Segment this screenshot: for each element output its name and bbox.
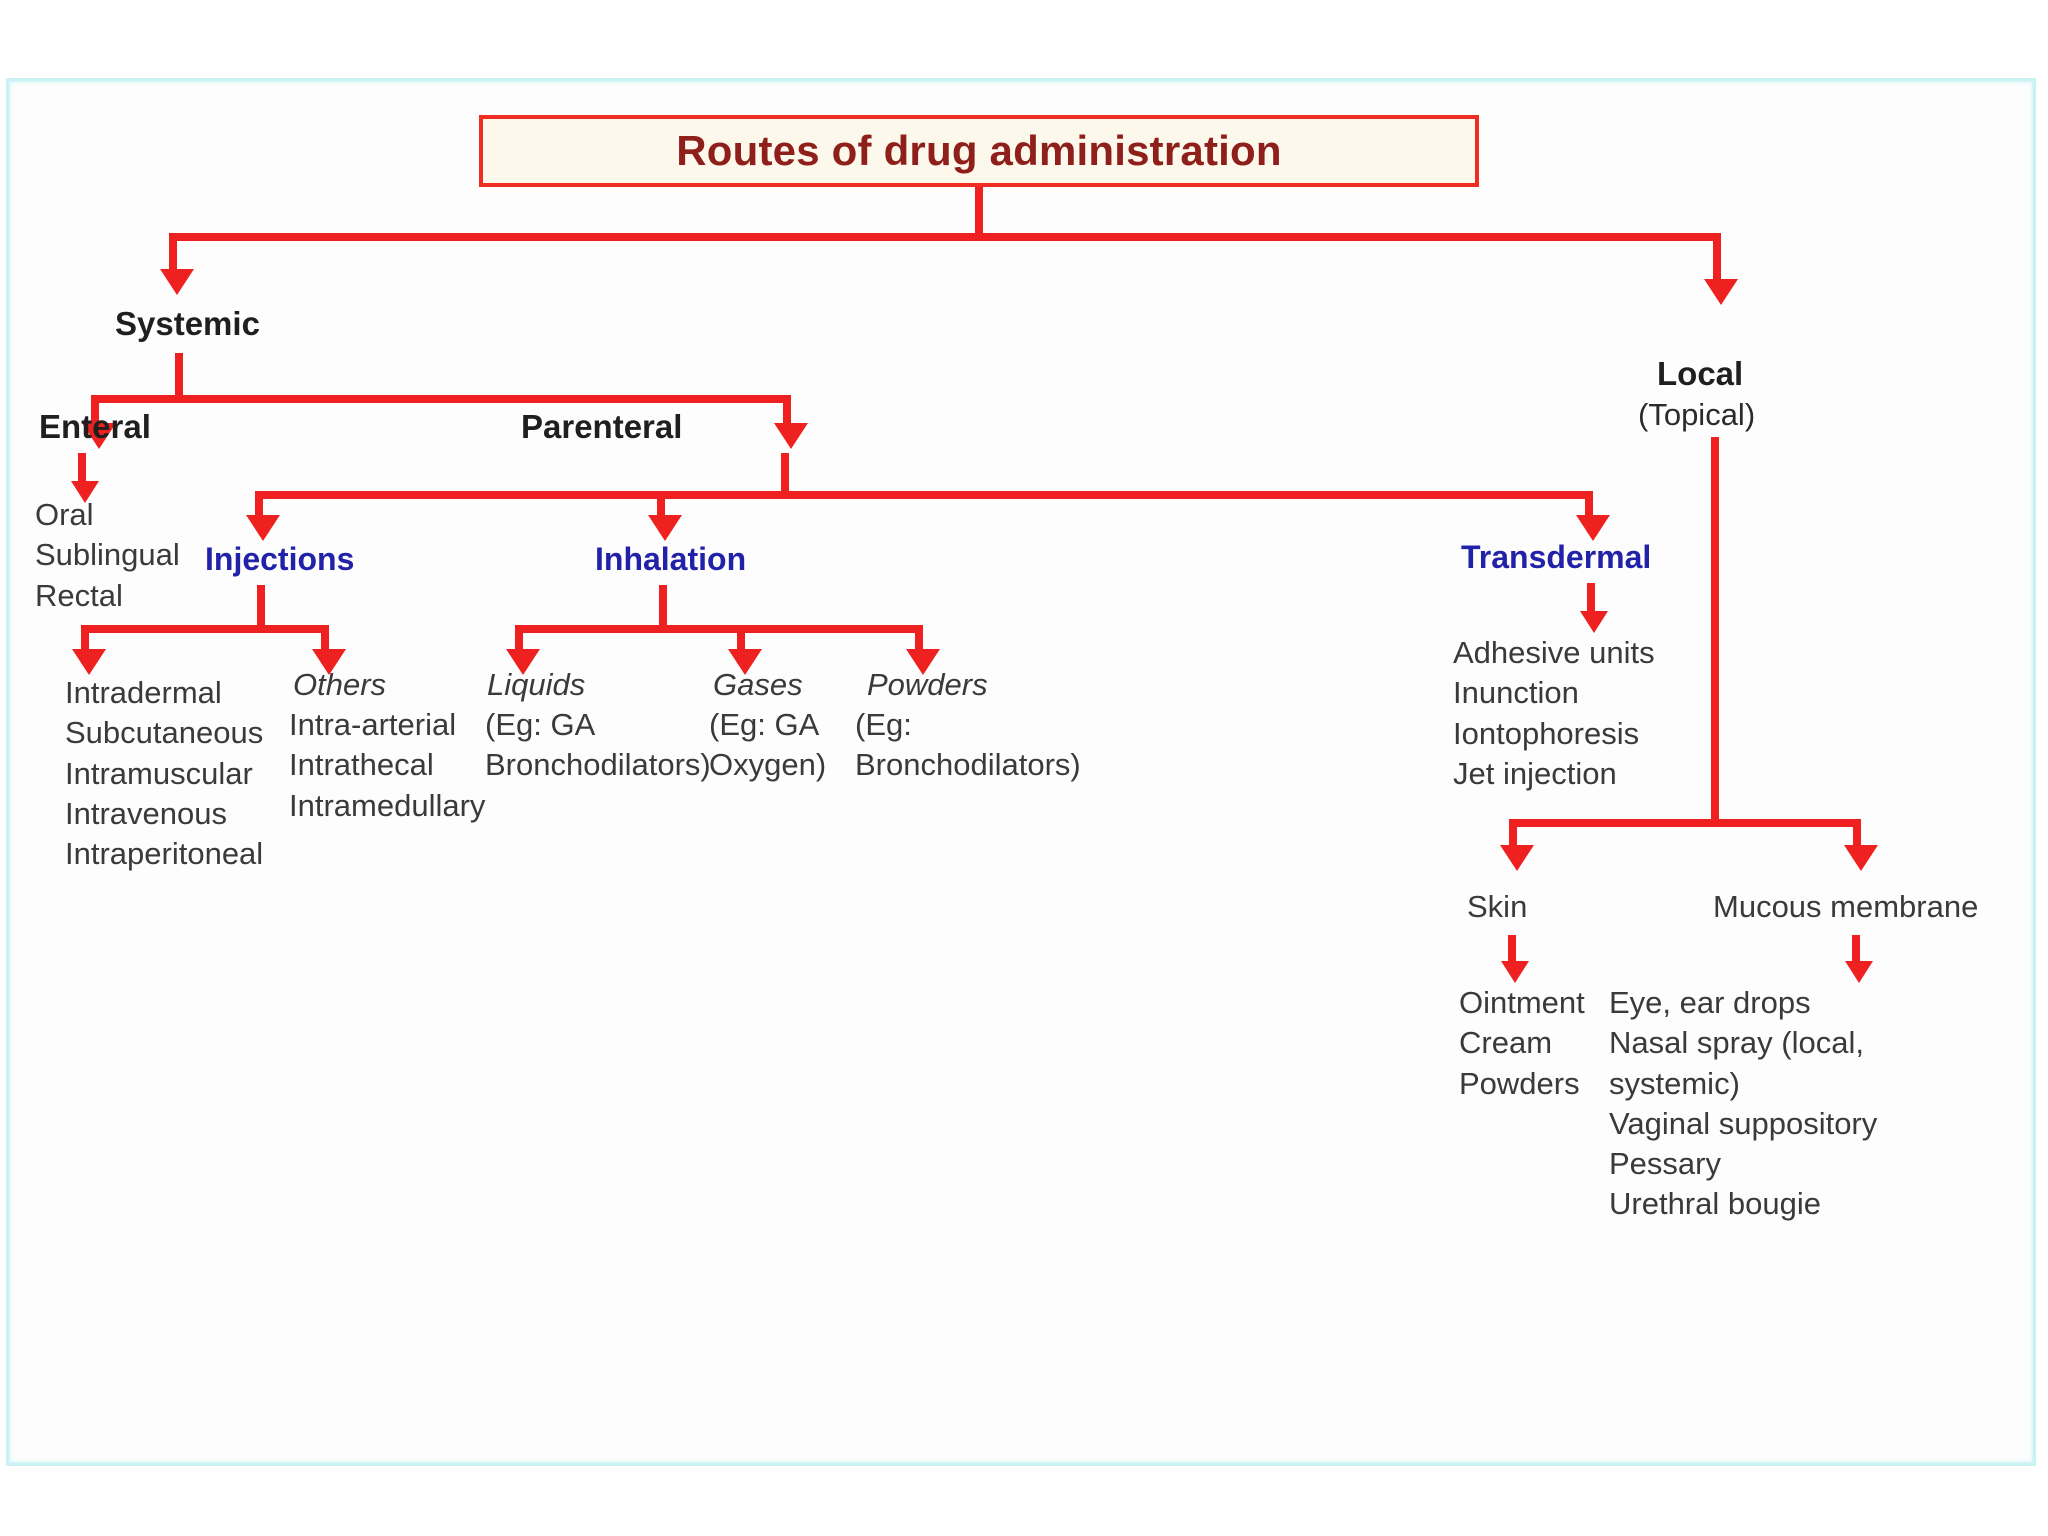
arrow-injections xyxy=(246,515,280,541)
arrow-enteral-routes xyxy=(71,481,99,503)
slide-frame: Routes of drug administration Systemic L… xyxy=(6,78,2036,1466)
connector-local-bus xyxy=(1509,819,1861,827)
node-skin: Skin xyxy=(1467,889,1528,924)
arrow-local xyxy=(1704,279,1738,305)
leaf-others-routes: Intra-arterial Intrathecal Intramedullar… xyxy=(289,707,486,823)
leaf-powders-example: (Eg: Bronchodilators) xyxy=(855,707,1081,783)
connector-systemic-drop xyxy=(169,233,177,271)
connector-parenteral-stem xyxy=(781,453,789,497)
connector-transdermal-drop xyxy=(1585,491,1593,517)
connector-skin-stem xyxy=(1508,935,1516,963)
arrow-injection-routes xyxy=(72,649,106,675)
leaf-others-title: Others xyxy=(293,667,387,702)
connector-intradermal-drop xyxy=(81,625,89,651)
leaf-gases-example: (Eg: GA Oxygen) xyxy=(709,707,827,783)
connector-inhalation-drop xyxy=(657,491,665,517)
arrow-mucous xyxy=(1844,845,1878,871)
node-systemic: Systemic xyxy=(115,305,260,342)
arrow-enteral xyxy=(82,423,116,449)
leaf-enteral-routes: Oral Sublingual Rectal xyxy=(35,497,180,613)
arrow-parenteral xyxy=(774,423,808,449)
connector-enteral-stem xyxy=(78,453,86,483)
arrow-transdermal-routes xyxy=(1580,611,1608,633)
node-injections: Injections xyxy=(205,541,355,577)
connector-injections-drop xyxy=(255,491,263,517)
arrow-skin-routes xyxy=(1501,961,1529,983)
connector-local-drop xyxy=(1713,233,1721,281)
arrow-powders xyxy=(906,649,940,675)
node-local-subtitle: (Topical) xyxy=(1638,397,1756,432)
node-enteral: Enteral xyxy=(39,408,151,445)
node-transdermal: Transdermal xyxy=(1461,539,1652,575)
connector-others-drop xyxy=(321,625,329,651)
leaf-powders-title: Powders xyxy=(867,667,988,702)
leaf-transdermal-routes: Adhesive units Inunction Iontophoresis J… xyxy=(1453,635,1655,791)
leaf-skin-routes: Ointment Cream Powders xyxy=(1459,985,1585,1101)
connector-powders-drop xyxy=(915,625,923,651)
node-inhalation: Inhalation xyxy=(595,541,747,577)
connector-inhalation-bus xyxy=(515,625,923,633)
connector-mucous-drop xyxy=(1853,819,1861,847)
connector-root-stem xyxy=(975,187,983,239)
arrow-inhalation xyxy=(648,515,682,541)
diagram-canvas: Routes of drug administration Systemic L… xyxy=(9,81,2039,1469)
connector-enteral-drop xyxy=(91,395,99,425)
arrow-skin xyxy=(1500,845,1534,871)
node-local: Local xyxy=(1657,355,1744,392)
arrow-liquids xyxy=(506,649,540,675)
page-title: Routes of drug administration xyxy=(676,127,1282,174)
connector-injections-bus xyxy=(81,625,329,633)
diagram-title-box: Routes of drug administration xyxy=(479,115,1479,187)
connector-transdermal-stem xyxy=(1587,583,1595,613)
connector-inhalation-stem xyxy=(659,585,667,629)
leaf-gases-title: Gases xyxy=(713,667,803,702)
connector-injections-stem xyxy=(257,585,265,629)
leaf-liquids-title: Liquids xyxy=(487,667,586,702)
connector-skin-drop xyxy=(1509,819,1517,847)
connector-local-long-stem xyxy=(1711,437,1719,827)
arrow-gases xyxy=(728,649,762,675)
arrow-transdermal xyxy=(1576,515,1610,541)
node-parenteral: Parenteral xyxy=(521,408,683,445)
connector-top-bus xyxy=(169,233,1721,241)
arrow-others xyxy=(312,649,346,675)
connector-mucous-stem xyxy=(1852,935,1860,963)
leaf-injection-routes: Intradermal Subcutaneous Intramuscular I… xyxy=(65,675,264,872)
connector-parenteral-bus xyxy=(255,491,1593,499)
leaf-mucous-routes: Eye, ear drops Nasal spray (local, syste… xyxy=(1609,985,1878,1222)
arrow-systemic xyxy=(160,269,194,295)
connector-systemic-stem xyxy=(175,353,183,401)
arrow-mucous-routes xyxy=(1845,961,1873,983)
connector-parenteral-drop xyxy=(783,395,791,425)
connector-systemic-bus xyxy=(91,395,791,403)
node-mucous-membrane: Mucous membrane xyxy=(1713,889,1979,924)
leaf-liquids-example: (Eg: GA Bronchodilators) xyxy=(485,707,711,783)
connector-liquids-drop xyxy=(515,625,523,651)
connector-gases-drop xyxy=(737,625,745,651)
